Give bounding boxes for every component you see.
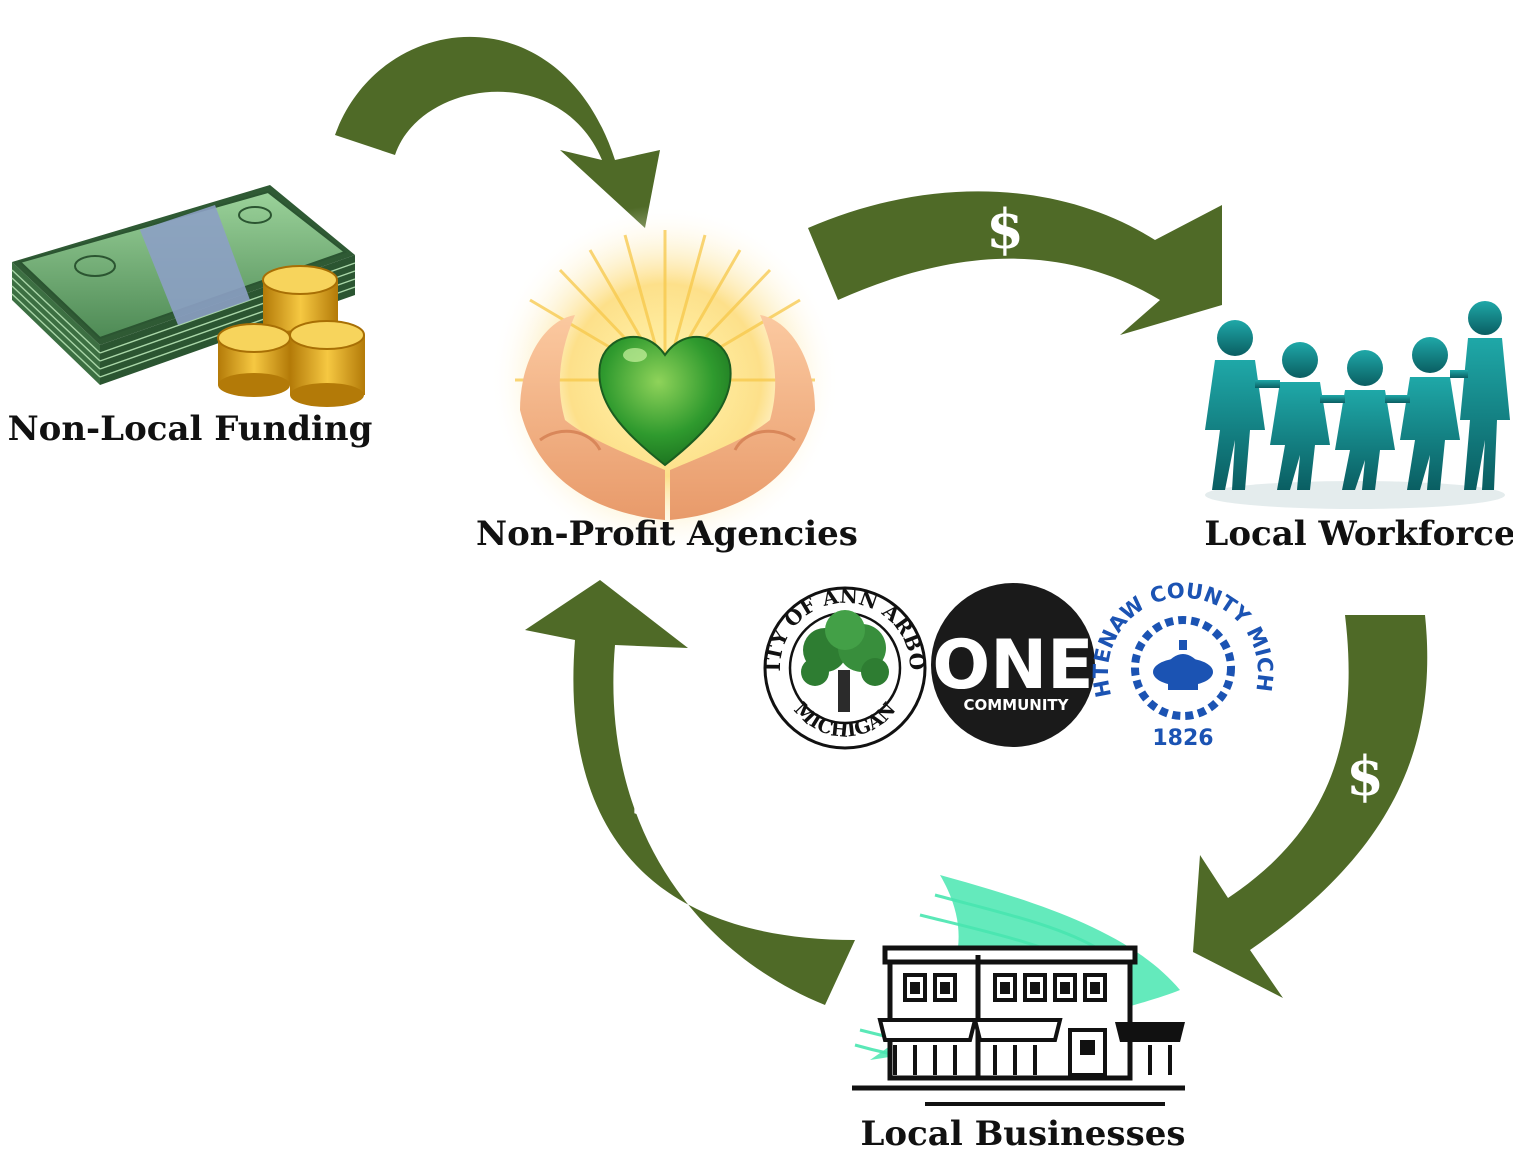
flow-label-nonprofit-to-workforce: $ xyxy=(986,197,1024,261)
flow-label-workforce-to-businesses: $ xyxy=(1346,744,1384,808)
people-chain-icon xyxy=(1205,301,1510,509)
flow-arrow-workforce-to-businesses xyxy=(1193,615,1428,998)
money-stack-icon xyxy=(11,185,365,407)
node-label-businesses: Local Businesses xyxy=(861,1114,1186,1150)
flow-label-funding-to-nonprofit: $ xyxy=(606,97,644,161)
flow-arrow-businesses-to-nonprofit xyxy=(525,580,855,1005)
one-community-logo: ONE COMMUNITY xyxy=(931,583,1095,747)
hands-heart-icon xyxy=(490,205,840,555)
coin-stack-icon xyxy=(217,265,365,407)
washtenaw-seal-year: 1826 xyxy=(1152,726,1213,751)
one-community-main-text: ONE xyxy=(932,626,1093,705)
flow-arrow-nonprofit-to-workforce xyxy=(808,191,1222,335)
flow-label-businesses-to-nonprofit: $ xyxy=(629,764,667,828)
one-community-sub-text: COMMUNITY xyxy=(963,696,1069,714)
flow-arrow-funding-to-nonprofit xyxy=(335,36,660,228)
node-label-workforce: Local Workforce xyxy=(1204,514,1513,554)
node-label-funding: Non-Local Funding xyxy=(8,409,373,449)
storefront-icon xyxy=(852,875,1185,1106)
node-label-nonprofit: Non-Profit Agencies xyxy=(476,514,858,554)
